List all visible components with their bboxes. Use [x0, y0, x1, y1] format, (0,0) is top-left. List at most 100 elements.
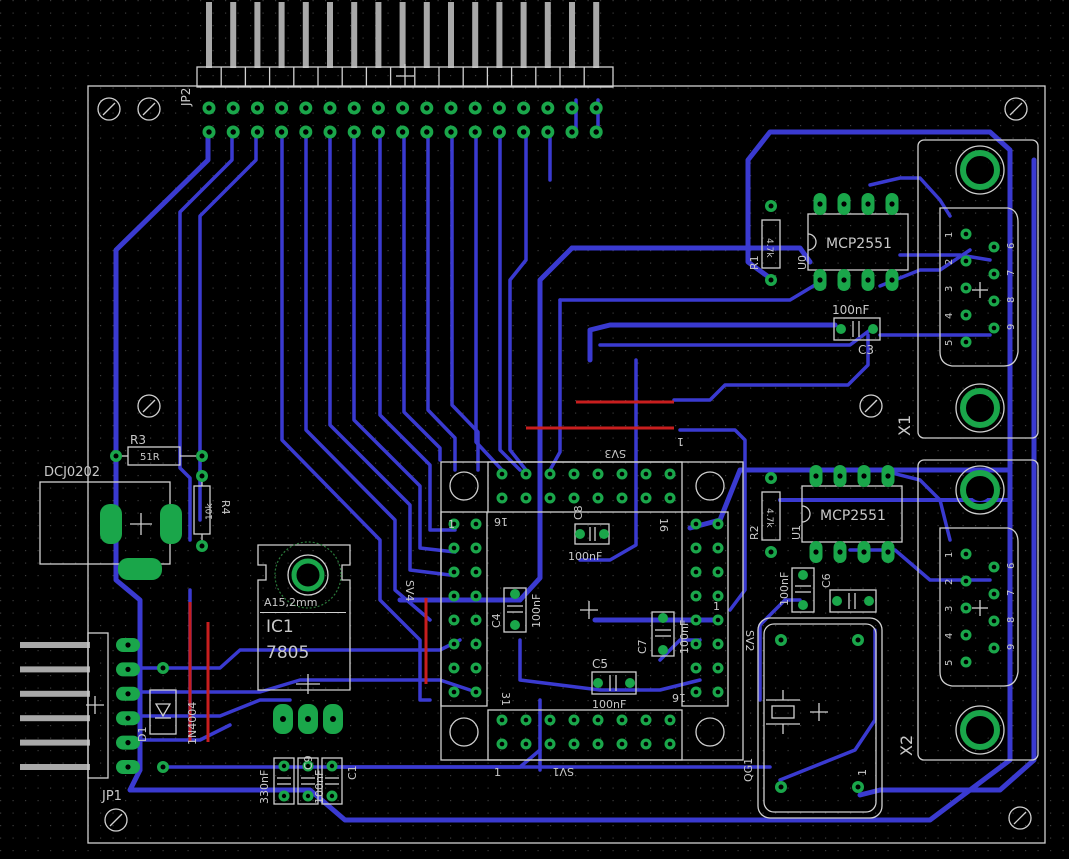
- mcu-right-col2-8: [712, 686, 724, 698]
- mcu-bottom-row2-3: [544, 738, 556, 750]
- jp2-pin-16: [569, 2, 575, 68]
- mcu-left-col2-3: [470, 566, 482, 578]
- u0-pads-bottom-3: [861, 269, 875, 291]
- mcu-bottom-row1-2: [520, 714, 532, 726]
- jp2-pin-9: [399, 2, 406, 68]
- mcu-top-row1-5: [592, 468, 604, 480]
- label-c3: C3: [858, 343, 874, 357]
- mcu-top-row2-1: [496, 492, 508, 504]
- x1-pads-pin-label-3: 3: [944, 286, 955, 292]
- mcu-left-col1-3: [448, 566, 460, 578]
- mcu-top-row2-7: [640, 492, 652, 504]
- transceiver-u0-pads: [813, 193, 899, 291]
- mcu-bottom-row2-1: [496, 738, 508, 750]
- transceiver-u0: MCP2551 U0: [796, 193, 909, 291]
- jp2-pad-top-6: [323, 101, 337, 115]
- mcu-left-col1-8: [448, 686, 460, 698]
- label-heatsink: A15,2mm: [264, 596, 317, 609]
- resistor-r3: R3 51R: [110, 433, 208, 466]
- jp2-pin-10: [423, 2, 430, 68]
- jp2-pad-top-10: [420, 101, 434, 115]
- mcu-bottom-row1-3: [544, 714, 556, 726]
- dcj-pad-2: [160, 504, 182, 544]
- u0-pads-top-4: [885, 193, 899, 215]
- mcu-top-row1-3: [544, 468, 556, 480]
- pin-label-16-bottom: 16: [672, 691, 686, 704]
- jp1-pin-4: [20, 715, 90, 722]
- x2-pads-pin-label-1: 1: [944, 552, 955, 558]
- label-r3: R3: [130, 433, 146, 447]
- x2-pads-pin-label-7: 7: [1006, 590, 1017, 596]
- mcu-bottom-row2-6: [616, 738, 628, 750]
- oscillator-qg1: QG1 1: [742, 617, 883, 819]
- u0-pads-bottom-1: [813, 269, 827, 291]
- mcu-top-row2-5: [592, 492, 604, 504]
- mcu-top-row2-3: [544, 492, 556, 504]
- mcu-bottom-row1-4: [568, 714, 580, 726]
- u0-pads-top-2: [837, 193, 851, 215]
- u0-pads-bottom-2: [837, 269, 851, 291]
- mcu-bottom-row1-1: [496, 714, 508, 726]
- mounting-hole-mid-right: [859, 394, 883, 418]
- mcu-right-col2-2: [712, 542, 724, 554]
- jp2-pad-bottom-7: [347, 125, 361, 139]
- x2-pads-pin-label-4: 4: [944, 633, 955, 639]
- u1-pads-top-2: [833, 465, 847, 487]
- jp2-pad-top-13: [492, 101, 506, 115]
- jp2-pad-top-5: [299, 101, 313, 115]
- regulator-ic1: A15,2mm IC1 7805: [257, 541, 351, 734]
- resistor-r1: R1 4.7k: [748, 200, 781, 286]
- jp2-pad-bottom-14: [517, 125, 531, 139]
- mcu-left-col2-1: [470, 518, 482, 530]
- mcu-top-row1-6: [616, 468, 628, 480]
- value-ic1: 7805: [266, 643, 309, 663]
- u1-pads-top-3: [857, 465, 871, 487]
- mcu-top-row1-4: [568, 468, 580, 480]
- mcu-top-row2-6: [616, 492, 628, 504]
- value-c12: 100nF: [313, 770, 326, 804]
- jp2-pin-17: [593, 2, 600, 68]
- value-c10: 330nF: [258, 770, 271, 804]
- u1-pads-top-1: [809, 465, 823, 487]
- mcu-bottom-row1-8: [664, 714, 676, 726]
- jp2-pin-7: [351, 2, 358, 68]
- jp2-pin-11: [448, 2, 454, 68]
- mounting-hole-bottom-right: [1008, 806, 1032, 830]
- jp2-pad-bottom-13: [492, 125, 506, 139]
- mounting-holes: [97, 97, 1032, 832]
- mcu-right-col1-1: [690, 518, 702, 530]
- value-u0: MCP2551: [826, 236, 892, 252]
- mcu-right-col2-5: [712, 614, 724, 626]
- jp2-pad-top-4: [275, 101, 289, 115]
- jp2-pad-top-11: [444, 101, 458, 115]
- mcu-left-col1-6: [448, 638, 460, 650]
- jp1-pin-1: [20, 642, 90, 648]
- u1-pads-bottom-1: [809, 541, 823, 563]
- jp1-pad-5: [116, 735, 140, 750]
- jp2-pin-1: [206, 2, 212, 68]
- mcu-top-row1-1: [496, 468, 508, 480]
- jp2-pad-top-8: [371, 101, 385, 115]
- mounting-hole-top-right: [1004, 97, 1028, 121]
- capacitor-c8: 100nF C8: [568, 505, 610, 563]
- x1-pads-pin-1: [960, 228, 972, 240]
- header-jp2-dividers: [220, 67, 585, 87]
- jp2-pad-top-12: [468, 101, 482, 115]
- jp2-pad-bottom-3: [250, 125, 264, 139]
- mcu-module: SV3 SV1 SV4 SV2 1 16 16 16 31 1 1 1: [403, 435, 756, 779]
- x2-pads-pin-2: [960, 575, 972, 587]
- jp1-pad-3: [116, 686, 140, 701]
- header-jp1-pins: [20, 642, 90, 770]
- value-u1: MCP2551: [820, 508, 886, 524]
- capacitor-c9: 100nF C9: [297, 755, 326, 805]
- pin-label-1-right: 1: [713, 600, 720, 613]
- x1-pads-pin-label-4: 4: [944, 313, 955, 319]
- pin-label-1-left: 1: [448, 518, 455, 531]
- mcu-right-col1-3: [690, 566, 702, 578]
- x1-pads-pin-label-1: 1: [944, 232, 955, 238]
- pin-label-16-right: 16: [657, 518, 670, 532]
- x2-pads-pin-5: [960, 656, 972, 668]
- jp2-pin-8: [375, 2, 382, 68]
